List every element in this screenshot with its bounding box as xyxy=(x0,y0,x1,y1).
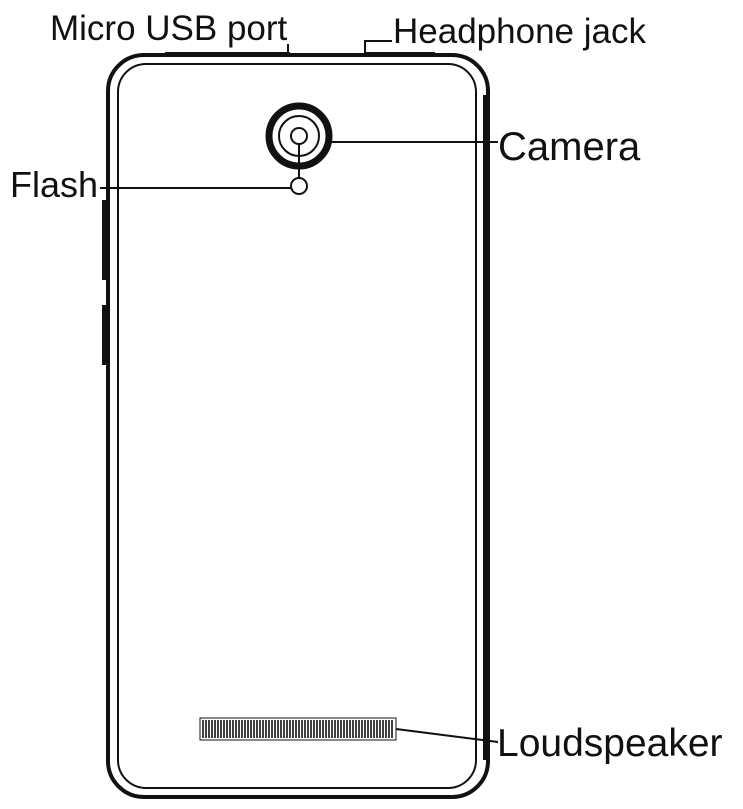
camera-label: Camera xyxy=(498,125,641,169)
volume-button xyxy=(102,200,108,280)
camera-lens xyxy=(290,127,308,145)
flash-label: Flash xyxy=(10,164,99,205)
leader-loudspeaker xyxy=(395,728,499,743)
leader-headphone xyxy=(364,40,392,55)
loudspeaker-grille xyxy=(199,717,397,741)
micro-usb-port-slot xyxy=(165,52,290,57)
micro-usb-port-label: Micro USB port xyxy=(50,9,288,48)
headphone-jack-label: Headphone jack xyxy=(393,12,646,51)
flash-led xyxy=(290,177,308,195)
headphone-jack-slot xyxy=(365,52,435,57)
phone-inner-bezel xyxy=(117,63,477,789)
power-button xyxy=(102,305,108,365)
loudspeaker-label: Loudspeaker xyxy=(497,722,723,765)
